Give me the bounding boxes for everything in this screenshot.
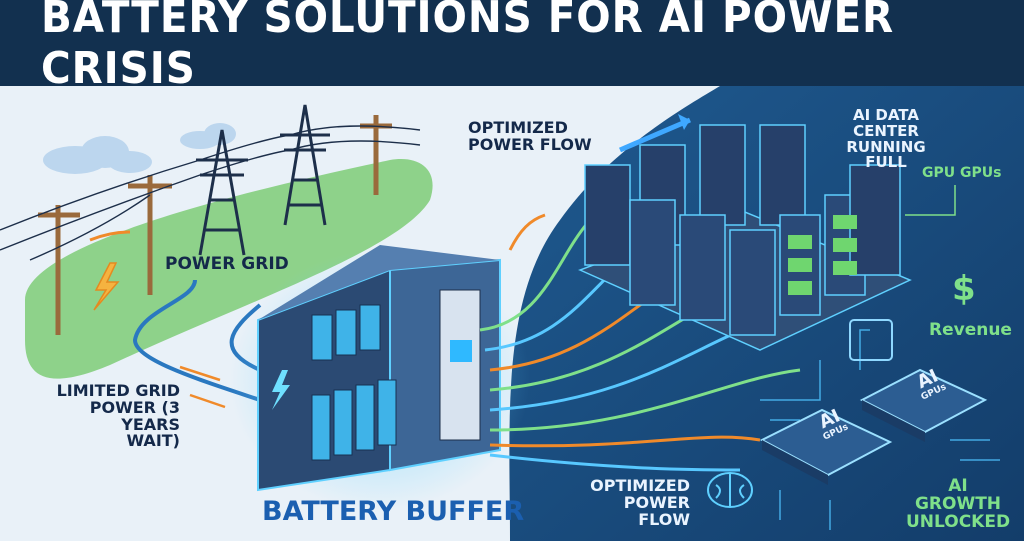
power-grid-label: POWER GRID — [165, 254, 289, 274]
illustration — [0, 86, 1024, 541]
gpu-chip-1 — [759, 408, 893, 485]
optimized-bottom-line1: OPTIMIZED — [590, 476, 690, 495]
data-center-line2: RUNNING FULL — [846, 137, 926, 172]
brain-chip-icon — [849, 319, 893, 361]
optimized-top-line2: POWER FLOW — [468, 134, 592, 154]
circuit-traces — [760, 329, 1000, 530]
data-center-line1: AI DATA CENTER — [853, 106, 919, 140]
optimized-flow-top-label: OPTIMIZED POWER FLOW — [468, 118, 592, 154]
limited-grid-line2: POWER (3 YEARS — [89, 397, 180, 434]
revenue-label: Revenue — [929, 320, 1012, 340]
gpu-chip-2 — [859, 368, 988, 442]
brain-icon — [707, 472, 753, 508]
growth-line2: UNLOCKED — [906, 511, 1011, 532]
battery-buffer-label: BATTERY BUFFER — [262, 496, 525, 527]
gpu-label: GPU GPUs — [922, 165, 1002, 181]
growth-line1: AI GROWTH — [914, 476, 1002, 514]
data-center-label: AI DATA CENTER RUNNING FULL — [830, 106, 942, 172]
transmission-towers — [196, 104, 330, 256]
optimized-bottom-line2: POWER FLOW — [623, 492, 690, 529]
limited-grid-label: LIMITED GRID POWER (3 YEARS WAIT) — [30, 381, 181, 451]
limited-grid-line3: WAIT) — [126, 431, 181, 451]
power-lines — [0, 125, 421, 261]
lightning-icon — [93, 262, 120, 311]
orange-arrow — [89, 230, 131, 242]
title-bar: BATTERY SOLUTIONS FOR AI POWER CRISIS — [0, 0, 1024, 94]
optimized-top-line1: OPTIMIZED — [468, 118, 568, 137]
optimized-flow-bottom-label: OPTIMIZED POWER FLOW — [585, 476, 690, 529]
green-hill — [25, 159, 433, 379]
dollar-icon: $ — [952, 269, 976, 309]
page-title: BATTERY SOLUTIONS FOR AI POWER CRISIS — [40, 0, 895, 94]
cloud-icon — [43, 123, 236, 174]
ai-growth-label: AI GROWTH UNLOCKED — [906, 476, 1011, 532]
arrow-icon — [619, 117, 691, 153]
gpu-callout-line — [905, 185, 956, 216]
server-racks — [578, 124, 912, 351]
battery-cabinet — [257, 245, 501, 492]
lightning-icon — [272, 370, 290, 410]
battery-cells — [311, 304, 397, 461]
limited-grid-line1: LIMITED GRID — [56, 381, 180, 400]
orange-arrows — [179, 365, 226, 409]
